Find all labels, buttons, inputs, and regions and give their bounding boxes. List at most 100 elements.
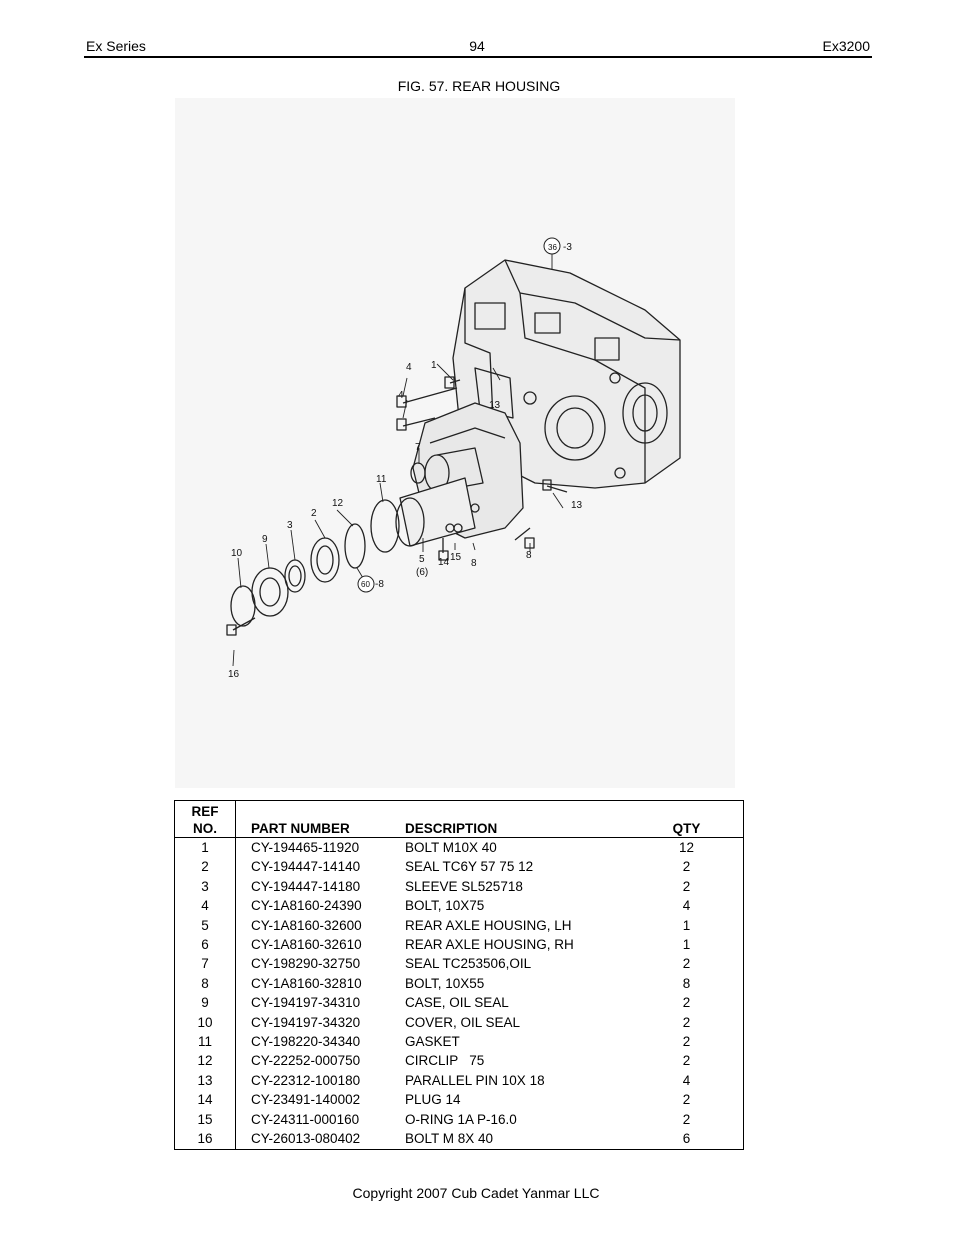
ref-cell: 16 [174, 1129, 236, 1149]
qty-cell: 2 [682, 1053, 691, 1069]
qty-cell: 6 [682, 1131, 691, 1147]
ref-cell: 13 [174, 1070, 236, 1091]
oil-seal-cover [230, 585, 256, 627]
rear-housing-diagram: 36 -3 1 4 4 13 7 11 12 2 3 9 10 16 13 60… [175, 98, 735, 788]
qty-cell: 2 [682, 859, 691, 875]
description-cell: BOLT, 10X75 [405, 898, 485, 914]
callout-14: 14 [438, 557, 450, 568]
description-cell: SEAL TC6Y 57 75 12 [405, 859, 534, 875]
ref-cell: 14 [174, 1090, 236, 1110]
description-cell: PLUG 14 [405, 1092, 461, 1108]
callout-13a: 13 [489, 400, 501, 411]
description-cell: COVER, OIL SEAL [405, 1014, 521, 1030]
ref-cell: 10 [174, 1012, 236, 1033]
header-series: Ex Series [86, 38, 146, 54]
description-cell: BOLT M 8X 40 [405, 1131, 494, 1147]
description-cell: O-RING 1A P-16.0 [405, 1111, 517, 1127]
qty-cell: 2 [682, 995, 691, 1011]
copyright-footer: Copyright 2007 Cub Cadet Yanmar LLC [352, 1185, 600, 1201]
bolts [226, 376, 568, 636]
seal-7 [410, 462, 426, 484]
callout-4b: 4 [398, 390, 404, 401]
part-number-cell: CY-198290-32750 [251, 956, 361, 972]
part-number-cell: CY-194447-14180 [251, 878, 361, 894]
description-cell: GASKET [405, 1034, 460, 1050]
part-number-cell: CY-24311-000160 [251, 1111, 360, 1127]
part-number-cell: CY-22312-100180 [251, 1072, 361, 1088]
callout-5: 5 [419, 554, 425, 565]
callout-36: 36 [548, 243, 557, 252]
description-cell: PARALLEL PIN 10X 18 [405, 1072, 545, 1088]
callout-2: 2 [311, 508, 317, 519]
description-cell: BOLT, 10X55 [405, 975, 485, 991]
ref-cell: 9 [174, 993, 236, 1013]
seal-ring-12 [344, 523, 366, 569]
callout-60: 60 [361, 580, 370, 589]
callout-15: 15 [450, 552, 462, 563]
leader-lines [232, 253, 564, 667]
ref-cell: 7 [174, 954, 236, 974]
callout-8b: 8 [526, 550, 532, 561]
qty-cell: 2 [682, 878, 691, 894]
ref-cell: 12 [174, 1051, 236, 1071]
ref-cell: 3 [174, 876, 236, 897]
header-rule [84, 56, 872, 58]
description-cell: CIRCLIP 75 [405, 1053, 485, 1069]
table-row: 3 CY-194447-14180 SLEEVE SL525718 2 [174, 876, 744, 897]
header-model: Ex3200 [822, 38, 870, 54]
description-cell: SLEEVE SL525718 [405, 878, 523, 894]
callout-9: 9 [262, 534, 268, 545]
gasket [370, 499, 400, 553]
description-cell: BOLT M10X 40 [405, 840, 497, 855]
callout-7: 7 [415, 442, 421, 453]
qty-cell: 2 [682, 1111, 691, 1127]
qty-cell: 2 [682, 1014, 691, 1030]
callout-11: 11 [376, 474, 387, 485]
part-number-cell: CY-26013-080402 [251, 1131, 361, 1147]
table-row: 8 CY-1A8160-32810 BOLT, 10X55 8 [174, 973, 744, 994]
callout-8a: 8 [471, 558, 477, 569]
part-number-cell: CY-23491-140002 [251, 1092, 361, 1108]
part-number-cell: CY-198220-34340 [251, 1034, 361, 1050]
description-cell: SEAL TC253506,OIL [405, 956, 532, 972]
callout-13b: 13 [571, 500, 583, 511]
callout-6: (6) [416, 567, 428, 578]
callout-1: 1 [431, 360, 437, 371]
table-row: 15 CY-24311-000160 O-RING 1A P-16.0 2 [174, 1109, 744, 1130]
ref-cell: 1 [174, 837, 236, 858]
header-qty: QTY [660, 800, 744, 838]
ref-cell: 8 [174, 973, 236, 994]
qty-cell: 8 [682, 975, 691, 991]
part-number-cell: CY-194197-34320 [251, 1014, 361, 1030]
table-row: 16 CY-26013-080402 BOLT M 8X 40 6 [174, 1129, 744, 1149]
description-cell: REAR AXLE HOUSING, LH [405, 917, 572, 933]
callout-60-qty: -8 [375, 579, 384, 590]
qty-cell: 1 [682, 917, 691, 933]
qty-cell: 2 [682, 956, 691, 972]
ref-cell: 15 [174, 1109, 236, 1130]
part-number-cell: CY-194197-34310 [251, 995, 361, 1011]
table-row: 7 CY-198290-32750 SEAL TC253506,OIL 2 [174, 954, 744, 974]
qty-cell: 1 [682, 937, 691, 953]
page-number: 94 [469, 38, 485, 54]
table-row: 10 CY-194197-34320 COVER, OIL SEAL 2 [174, 1012, 744, 1033]
part-number-cell: CY-194465-11920 [251, 840, 360, 855]
ref-cell: 2 [174, 857, 236, 877]
callout-36-qty: -3 [563, 242, 572, 253]
callout-3: 3 [287, 520, 293, 531]
qty-cell: 2 [682, 1034, 691, 1050]
part-number-cell: CY-1A8160-24390 [251, 898, 362, 914]
figure-title: FIG. 57. REAR HOUSING [397, 78, 561, 94]
part-number-cell: CY-1A8160-32810 [251, 975, 362, 991]
